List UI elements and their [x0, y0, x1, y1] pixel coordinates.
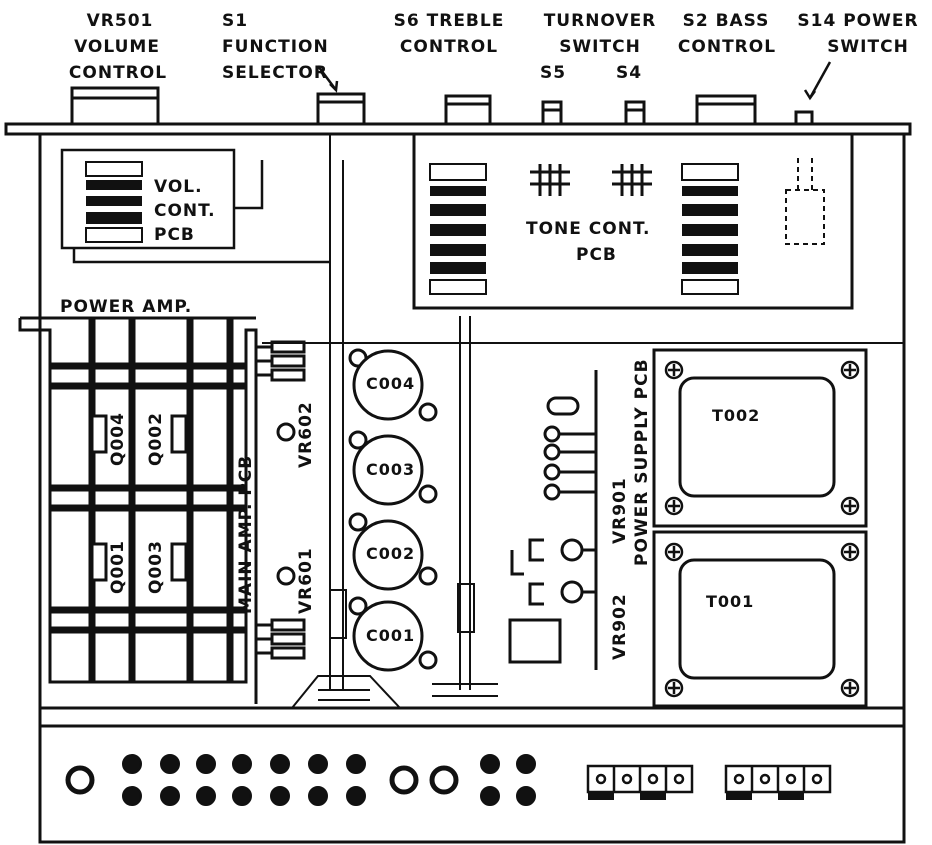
label-q002: Q002	[146, 412, 166, 466]
power-switch-knob	[794, 110, 814, 126]
speaker-terminals	[586, 764, 832, 794]
label-switch: SWITCH	[559, 37, 641, 57]
label-power-supply-pcb: POWER SUPPLY PCB	[632, 358, 652, 566]
label-s14-power: S14 POWER	[797, 11, 919, 31]
label-s1: S1	[222, 11, 249, 31]
volume-knob	[70, 86, 160, 126]
bass-knob	[695, 94, 757, 126]
label-vr901: VR901	[610, 477, 630, 544]
label-tone-pcb: PCB	[576, 245, 617, 265]
label-main-amp-pcb: MAIN AMP. PCB	[236, 454, 256, 614]
label-s6-treble: S6 TREBLE	[393, 11, 505, 31]
label-tone-cont: TONE CONT.	[526, 219, 651, 239]
tone-cont-pcb	[412, 132, 854, 310]
label-function: FUNCTION	[222, 37, 329, 57]
label-treble-control: CONTROL	[399, 37, 499, 57]
label-turnover: TURNOVER	[543, 11, 657, 31]
label-volume-control: CONTROL	[68, 63, 168, 83]
label-q003: Q003	[146, 540, 166, 594]
label-q004: Q004	[108, 412, 128, 466]
label-power-switch: SWITCH	[827, 37, 909, 57]
label-vol-cont-line3: PCB	[154, 225, 195, 245]
label-bass-control: CONTROL	[677, 37, 777, 57]
rear-jacks	[65, 754, 536, 806]
transformer-t001-label: T001	[706, 592, 755, 611]
s4-switch	[624, 100, 646, 126]
label-s2-bass: S2 BASS	[682, 11, 770, 31]
label-volume: VOLUME	[74, 37, 160, 57]
label-s4: S4	[616, 63, 643, 83]
label-power-amp: POWER AMP.	[60, 297, 193, 317]
label-vr902: VR902	[610, 593, 630, 660]
label-vr602: VR602	[296, 401, 316, 468]
label-q001: Q001	[108, 540, 128, 594]
capacitor-c004-label: C004	[366, 374, 416, 393]
transformer-t001-frame	[652, 530, 868, 708]
capacitor-c003-label: C003	[366, 460, 416, 479]
label-vol-cont-line1: VOL.	[154, 177, 203, 197]
transformer-t002-frame	[652, 348, 868, 528]
vol-cont-pcb	[60, 148, 236, 250]
s5-switch	[541, 100, 563, 126]
label-vr601: VR601	[296, 547, 316, 614]
treble-knob	[444, 94, 492, 126]
transformer-t002-label: T002	[712, 406, 761, 425]
label-s5: S5	[540, 63, 567, 83]
label-vr501: VR501	[86, 11, 154, 31]
capacitor-c002-label: C002	[366, 544, 416, 563]
capacitor-c001-label: C001	[366, 626, 416, 645]
label-vol-cont-line2: CONT.	[154, 201, 216, 221]
label-selector: SELECTOR	[222, 63, 328, 83]
function-knob	[316, 92, 366, 126]
